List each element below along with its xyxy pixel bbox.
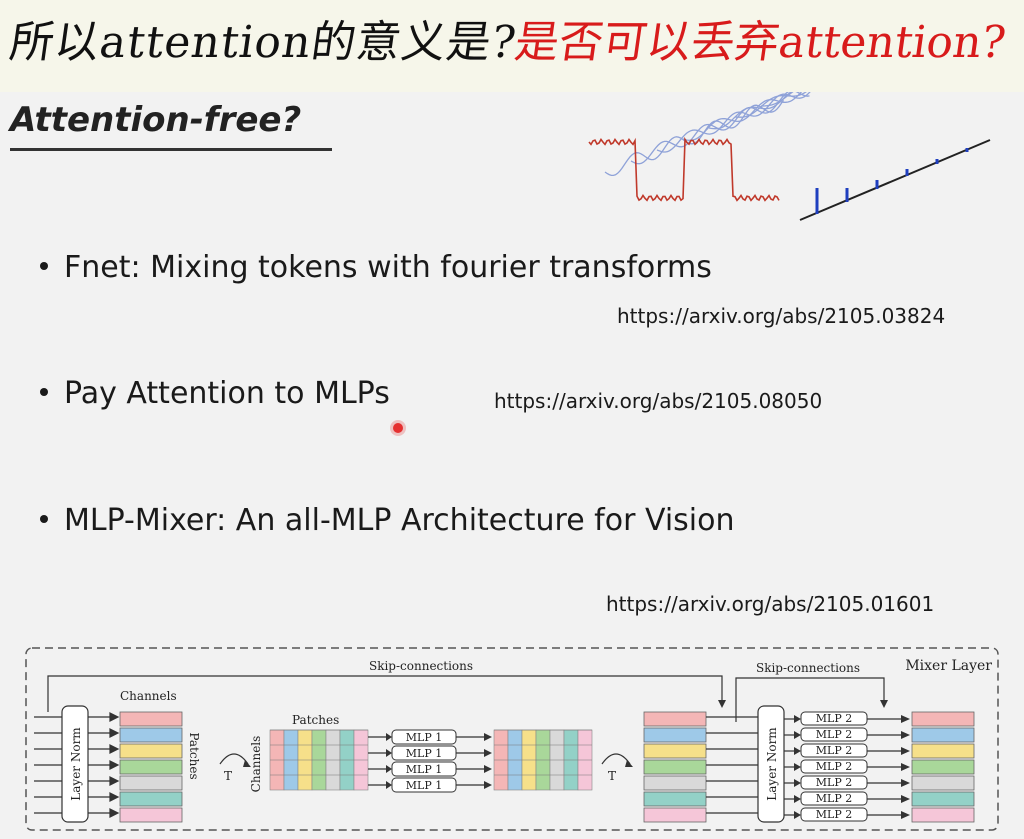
token-row	[643, 759, 707, 775]
bullet-fnet-text: Fnet: Mixing tokens with fourier transfo…	[64, 250, 712, 285]
mlp2-label: MLP 2	[816, 712, 852, 725]
mlp2-label: MLP 2	[816, 728, 852, 741]
layer-norm-2-label: Layer Norm	[765, 727, 779, 801]
token-stack-1	[119, 711, 183, 823]
token-row	[911, 775, 975, 791]
token-row	[643, 743, 707, 759]
token-row	[119, 775, 183, 791]
token-row	[119, 807, 183, 823]
frequency-wave	[761, 92, 794, 107]
arrow-head	[109, 792, 120, 802]
token-row	[643, 807, 707, 823]
arrow-head	[109, 776, 120, 786]
frequency-wave	[682, 92, 803, 141]
mlp2-label: MLP 2	[816, 792, 852, 805]
token-row	[119, 711, 183, 727]
token-row	[643, 711, 707, 727]
bullet-mlp-mixer: MLP-Mixer: An all-MLP Architecture for V…	[40, 503, 735, 538]
token-row	[119, 743, 183, 759]
patches-label-vertical: Patches	[187, 732, 201, 779]
channels-label-vertical: Channels	[249, 736, 263, 793]
square-wave	[588, 136, 780, 202]
transpose-label-1: T	[224, 769, 232, 783]
token-row	[911, 743, 975, 759]
frequency-wave	[630, 92, 810, 165]
link-fnet[interactable]: https://arxiv.org/abs/2105.03824	[617, 304, 946, 328]
skip-connections-label-1: Skip-connections	[369, 659, 473, 673]
mlp1-label: MLP 1	[406, 747, 442, 760]
channel-stack-2	[493, 729, 593, 791]
bullet-mlp-mixer-text: MLP-Mixer: An all-MLP Architecture for V…	[64, 503, 735, 538]
patches-label: Patches	[292, 713, 339, 727]
frequency-wave	[604, 99, 785, 177]
mlp2-label: MLP 2	[816, 776, 852, 789]
token-row	[119, 791, 183, 807]
mlp1-label: MLP 1	[406, 731, 442, 744]
layer-norm-2	[757, 705, 785, 823]
frequency-wave	[734, 92, 807, 118]
token-row	[643, 775, 707, 791]
frequency-wave	[708, 92, 792, 130]
token-row	[911, 711, 975, 727]
handwritten-question-black: 所以attention的意义是?	[6, 17, 520, 68]
link-mlp-mixer[interactable]: https://arxiv.org/abs/2105.01601	[606, 592, 935, 616]
bullet-gmlp: Pay Attention to MLPs	[40, 376, 390, 411]
slide: Attention-free? Fnet: Mixing tokens with…	[0, 92, 1024, 839]
arrow-head	[109, 728, 120, 738]
token-row	[911, 791, 975, 807]
token-row	[911, 727, 975, 743]
mlp2-label: MLP 2	[816, 808, 852, 821]
slide-title: Attention-free?	[10, 100, 302, 140]
bullet-fnet: Fnet: Mixing tokens with fourier transfo…	[40, 250, 712, 285]
handwritten-annotation-bar: 所以attention的意义是? 是否可以丢弃attention?	[0, 0, 1024, 92]
mlp2-blocks: MLP 2 MLP 2 MLP 2 MLP 2 MLP 2 MLP 2 MLP 2	[784, 711, 910, 822]
skip-connections-label-2: Skip-connections	[756, 661, 860, 675]
token-row	[119, 727, 183, 743]
mixer-layer-diagram: Mixer Layer Skip-connections Skip-connec…	[25, 647, 999, 831]
token-row	[911, 759, 975, 775]
channel-stack-1	[269, 729, 369, 791]
token-stack-3	[911, 711, 975, 823]
bullet-dot	[40, 514, 48, 523]
bullet-dot	[40, 261, 48, 270]
layer-norm-1	[61, 705, 89, 823]
mlp1-blocks: MLP 1 MLP 1 MLP 1 MLP 1	[368, 729, 492, 793]
link-gmlp[interactable]: https://arxiv.org/abs/2105.08050	[494, 389, 823, 413]
frequency-wave	[656, 92, 811, 153]
mlp1-label: MLP 1	[406, 763, 442, 776]
token-row	[911, 807, 975, 823]
mlp2-label: MLP 2	[816, 744, 852, 757]
token-row	[643, 791, 707, 807]
mixer-layer-label: Mixer Layer	[905, 658, 992, 674]
handwritten-question-red: 是否可以丢弃attention?	[511, 17, 1009, 68]
bullet-gmlp-text: Pay Attention to MLPs	[64, 376, 390, 411]
token-row	[119, 759, 183, 775]
fourier-illustration	[588, 92, 991, 221]
arrow-head	[109, 744, 120, 754]
layer-norm-1-label: Layer Norm	[69, 727, 83, 801]
transpose-label-2: T	[608, 769, 616, 783]
arrow-head	[109, 808, 120, 818]
bullet-dot	[40, 387, 48, 396]
mlp1-label: MLP 1	[406, 779, 442, 792]
pointer-cursor	[393, 423, 403, 433]
token-stack-2	[643, 711, 707, 823]
arrow-head	[109, 712, 120, 722]
arrow-head	[109, 760, 120, 770]
token-row	[643, 727, 707, 743]
channels-label-1: Channels	[120, 689, 177, 703]
mlp2-label: MLP 2	[816, 760, 852, 773]
title-underline	[10, 148, 332, 151]
